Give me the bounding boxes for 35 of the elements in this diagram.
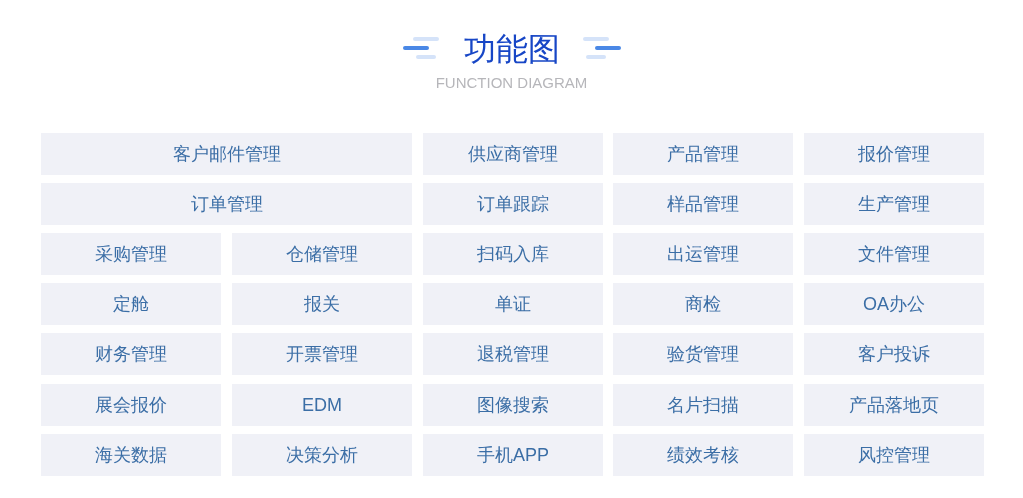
- feature-tile: 验货管理: [613, 333, 793, 375]
- feature-tile: 报关: [232, 283, 412, 325]
- feature-tile: 图像搜索: [423, 384, 603, 426]
- feature-tile: 仓储管理: [232, 233, 412, 275]
- feature-tile: 客户邮件管理: [41, 133, 412, 175]
- feature-tile: 生产管理: [804, 183, 984, 225]
- feature-tile: OA办公: [804, 283, 984, 325]
- feature-tile: 扫码入库: [423, 233, 603, 275]
- feature-tile: 决策分析: [232, 434, 412, 476]
- feature-tile: 单证: [423, 283, 603, 325]
- feature-tile: 财务管理: [41, 333, 221, 375]
- feature-tile: 产品管理: [613, 133, 793, 175]
- feature-tile: 海关数据: [41, 434, 221, 476]
- feature-tile: 样品管理: [613, 183, 793, 225]
- feature-tile: 客户投诉: [804, 333, 984, 375]
- feature-tile: 绩效考核: [613, 434, 793, 476]
- feature-tile: 采购管理: [41, 233, 221, 275]
- feature-tile: 订单跟踪: [423, 183, 603, 225]
- title: 功能图: [463, 30, 560, 69]
- feature-tile: 开票管理: [232, 333, 412, 375]
- subtitle: FUNCTION DIAGRAM: [435, 74, 588, 92]
- feature-tile: 风控管理: [804, 434, 984, 476]
- feature-tile: 展会报价: [41, 384, 221, 426]
- feature-tile: 产品落地页: [804, 384, 984, 426]
- feature-tile: 名片扫描: [613, 384, 793, 426]
- feature-tile: 报价管理: [804, 133, 984, 175]
- feature-tile: 出运管理: [613, 233, 793, 275]
- feature-tile: 商检: [613, 283, 793, 325]
- feature-tile: EDM: [232, 384, 412, 426]
- feature-tile: 手机APP: [423, 434, 603, 476]
- feature-tile: 订单管理: [41, 183, 412, 225]
- feature-tile: 退税管理: [423, 333, 603, 375]
- feature-tile: 定舱: [41, 283, 221, 325]
- feature-tile: 供应商管理: [423, 133, 603, 175]
- feature-tile: 文件管理: [804, 233, 984, 275]
